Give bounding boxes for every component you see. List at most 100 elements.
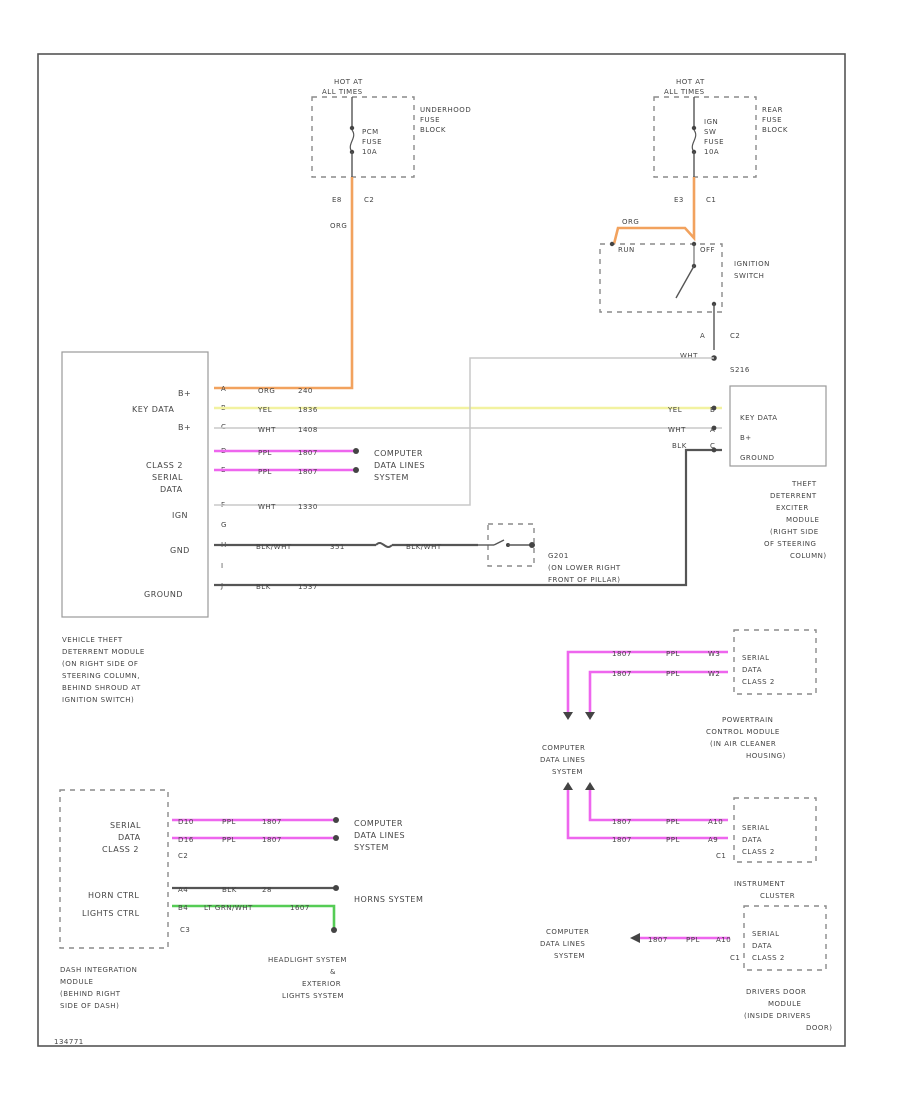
diagram-label: C3 — [180, 926, 190, 934]
diagram-label: LIGHTS CTRL — [82, 909, 140, 918]
diagram-label: FUSE — [362, 138, 382, 146]
diagram-label: THEFT — [791, 480, 817, 488]
diagram-label: HOUSING) — [746, 752, 786, 760]
diagram-label: FRONT OF PILLAR) — [548, 576, 621, 584]
diagram-label: C1 — [706, 196, 716, 204]
diagram-label: COMPUTER — [374, 449, 423, 458]
diagram-label: DATA — [160, 485, 183, 494]
diagram-label: PPL — [258, 449, 272, 457]
diagram-label: ALL TIMES — [664, 88, 705, 96]
diagram-label: SERIAL — [742, 654, 769, 662]
diagram-label: DOOR) — [806, 1024, 833, 1032]
diagram-label: 1807 — [648, 936, 668, 944]
diagram-label: PPL — [686, 936, 700, 944]
diagram-label: SYSTEM — [552, 768, 583, 776]
diagram-label: A — [221, 385, 226, 393]
diagram-label: BLK/WHT — [406, 543, 442, 551]
diagram-label: SYSTEM — [554, 952, 585, 960]
diagram-label: DATA — [742, 836, 762, 844]
diagram-label: 1537 — [298, 583, 318, 591]
powertrain-control-module: SERIAL DATA CLASS 2 POWERTRAIN CONTROL M… — [706, 629, 817, 760]
diagram-label: I — [221, 562, 224, 570]
diagram-label: BLK — [222, 886, 237, 894]
diagram-label: ALL TIMES — [322, 88, 363, 96]
diagram-label: OF STEERING — [764, 540, 816, 548]
diagram-label: STEERING COLUMN, — [62, 672, 140, 680]
diagram-label: SERIAL — [110, 821, 141, 830]
diagram-label: 1807 — [612, 670, 632, 678]
diagram-label: YEL — [667, 406, 682, 414]
vehicle-theft-deterrent-module: B+ KEY DATA B+ CLASS 2 SERIAL DATA IGN G… — [61, 351, 226, 704]
wire-ic-ppl-2 — [566, 790, 728, 840]
diagram-label: DATA LINES — [540, 940, 585, 948]
diagram-label: C2 — [730, 332, 740, 340]
diagram-label: LT GRN/WHT — [204, 904, 253, 912]
diagram-label: OFF — [700, 246, 715, 254]
diagram-label: WHT — [258, 503, 276, 511]
diagram-label: E8 — [332, 196, 342, 204]
diagram-label: E3 — [674, 196, 684, 204]
diagram-label: PCM — [362, 128, 379, 136]
dash-integration-module: SERIAL DATA CLASS 2 C2 HORN CTRL LIGHTS … — [59, 789, 190, 1010]
diagram-label: GROUND — [144, 590, 183, 599]
diagram-label: MODULE — [786, 516, 819, 524]
diagram-label: G201 — [548, 552, 569, 560]
diagram-label: 1836 — [298, 406, 318, 414]
diagram-label: B4 — [178, 904, 188, 912]
diagram-label: (BEHIND RIGHT — [60, 990, 121, 998]
diagram-label: FUSE — [704, 138, 724, 146]
wire-ic-ppl-1 — [588, 790, 728, 822]
diagram-label: 1807 — [612, 836, 632, 844]
diagram-label: BLK — [672, 442, 687, 450]
wire-blk-1537 — [214, 448, 722, 587]
diagram-label: B+ — [178, 423, 191, 432]
diagram-label: EXTERIOR — [302, 980, 341, 988]
diagram-label: FUSE — [762, 116, 782, 124]
diagram-label: B+ — [178, 389, 191, 398]
diagram-label: CLASS 2 — [146, 461, 183, 470]
diagram-label: WHT — [258, 426, 276, 434]
diagram-label: PPL — [666, 818, 680, 826]
diagram-label: SERIAL — [152, 473, 183, 482]
diagram-label: DETERRENT MODULE — [62, 648, 145, 656]
diagram-label: DETERRENT — [770, 492, 817, 500]
diagram-label: SWITCH — [734, 272, 764, 280]
diagram-label: 1807 — [262, 818, 282, 826]
underhood-fuse-block: HOT AT ALL TIMES UNDERHOOD FUSE BLOCK PC… — [311, 78, 471, 230]
diagram-label: COLUMN) — [790, 552, 827, 560]
diagram-label: DATA LINES — [354, 831, 405, 840]
diagram-id: 134771 — [54, 1038, 84, 1046]
drivers-door-module: SERIAL DATA CLASS 2 C1 DRIVERS DOOR MODU… — [730, 905, 833, 1032]
diagram-label: SERIAL — [752, 930, 779, 938]
diagram-label: IGNITION SWITCH) — [62, 696, 134, 704]
diagram-label: C2 — [364, 196, 374, 204]
diagram-label: CLASS 2 — [752, 954, 785, 962]
diagram-label: A10 — [716, 936, 731, 944]
diagram-label: CONTROL MODULE — [706, 728, 780, 736]
diagram-label: 1330 — [298, 503, 318, 511]
diagram-label: WHT — [680, 352, 698, 360]
diagram-label: WHT — [668, 426, 686, 434]
wire-org-240 — [214, 177, 354, 390]
diagram-label: RUN — [618, 246, 635, 254]
diagram-label: MODULE — [768, 1000, 801, 1008]
diagram-label: DATA LINES — [374, 461, 425, 470]
diagram-label: A10 — [708, 818, 723, 826]
diagram-label: 1807 — [612, 818, 632, 826]
diagram-label: SYSTEM — [374, 473, 409, 482]
diagram-label: B+ — [740, 434, 752, 442]
diagram-label: (ON LOWER RIGHT — [548, 564, 621, 572]
diagram-label: REAR — [762, 106, 783, 114]
diagram-label: GND — [170, 546, 190, 555]
diagram-label: DATA LINES — [540, 756, 585, 764]
diagram-frame — [37, 53, 846, 1047]
wire-wht-1330 — [214, 357, 714, 506]
diagram-label: UNDERHOOD — [420, 106, 471, 114]
diagram-label: A4 — [178, 886, 188, 894]
diagram-label: DATA — [752, 942, 772, 950]
diagram-label: COMPUTER — [354, 819, 403, 828]
diagram-label: (RIGHT SIDE — [770, 528, 819, 536]
theft-deterrent-exciter-module: KEY DATA B+ GROUND THEFT DETERRENT EXCIT… — [729, 385, 827, 560]
diagram-label: SYSTEM — [354, 843, 389, 852]
